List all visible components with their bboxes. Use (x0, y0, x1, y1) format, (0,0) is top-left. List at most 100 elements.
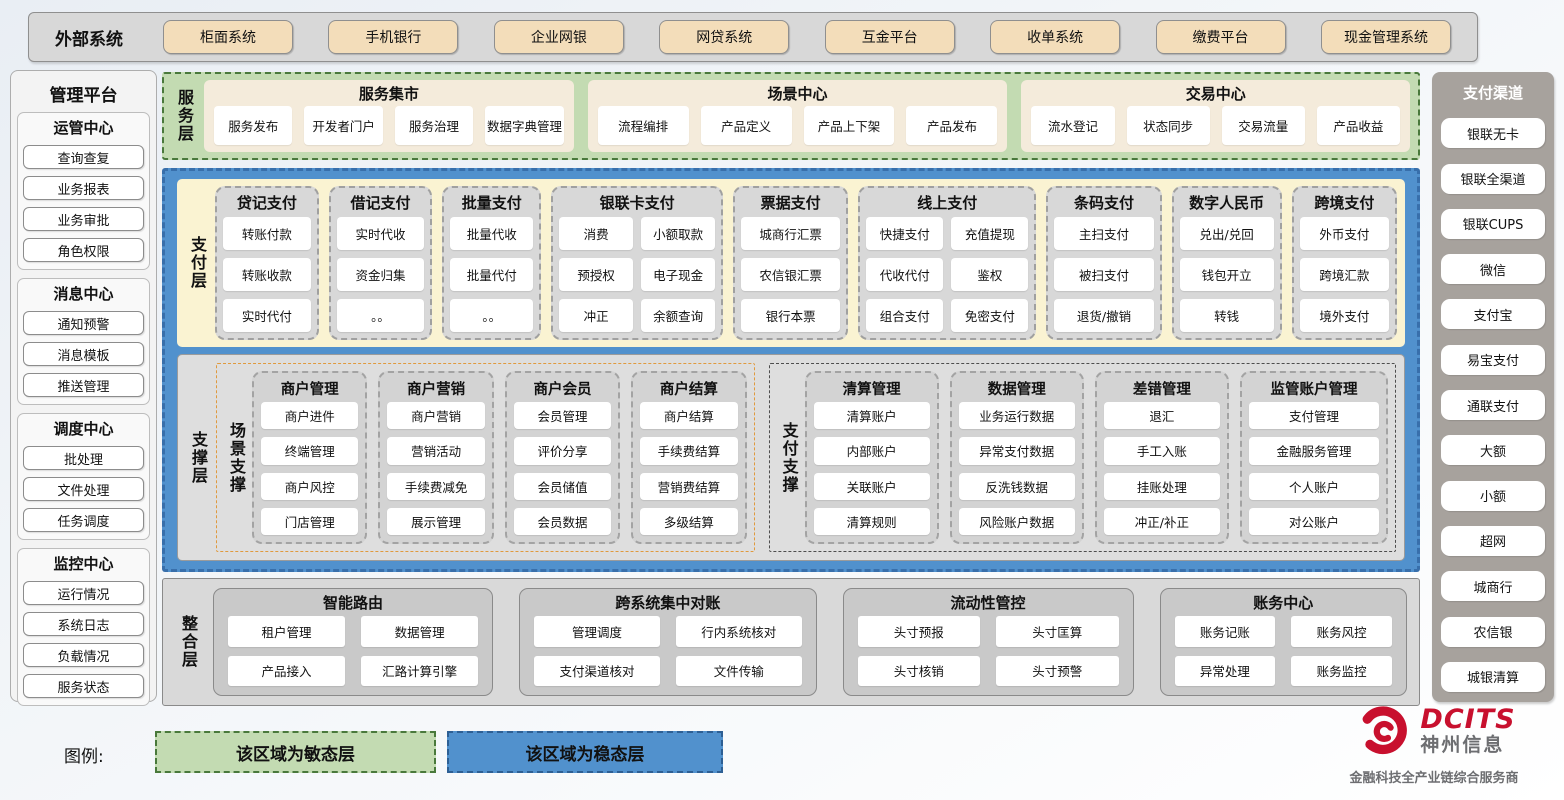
support-column-title: 监管账户管理 (1270, 382, 1358, 398)
integration-item: 支付渠道核对 (534, 655, 660, 686)
integration-item: 头寸匡算 (996, 616, 1119, 647)
payment-column-items: 转账付款转账收款实时代付 (223, 217, 311, 332)
payment-column-title: 线上支付 (917, 194, 978, 212)
legend-label: 图例: (64, 747, 104, 767)
management-group: 消息中心通知预警消息模板推送管理 (17, 278, 150, 405)
payment-item: 电子现金 (641, 258, 716, 291)
payment-channel-item: 银联无卡 (1441, 118, 1545, 149)
support-item: 多级结算 (640, 507, 738, 535)
integration-group-title: 智能路由 (323, 594, 384, 612)
management-item: 运行情况 (23, 581, 144, 605)
dcits-tagline: 金融科技全产业链综合服务商 (1349, 771, 1519, 786)
payment-column-title: 批量支付 (461, 194, 522, 212)
payment-column-items: 外币支付跨境汇款境外支付 (1299, 217, 1390, 332)
payment-item: 跨境汇款 (1299, 258, 1390, 291)
integration-item: 数据管理 (361, 616, 479, 647)
service-item: 数据字典管理 (485, 106, 564, 145)
payment-channel-item: 城银清算 (1441, 661, 1545, 692)
support-column-items: 退汇手工入账挂账处理冲正/补正 (1103, 402, 1220, 535)
management-item: 服务状态 (23, 674, 144, 698)
payment-item: 农信银汇票 (741, 258, 841, 291)
payment-column: 批量支付批量代收批量代付。。 (442, 186, 542, 340)
support-section-columns: 商户管理商户进件终端管理商户风控门店管理商户营销商户营销营销活动手续费减免展示管… (252, 371, 747, 544)
integration-group-title: 流动性管控 (950, 594, 1026, 612)
payment-channel-item: 银联全渠道 (1441, 163, 1545, 194)
service-group-items: 流程编排产品定义产品上下架产品发布 (597, 106, 998, 145)
dcits-swirl-icon (1352, 698, 1414, 764)
service-item: 开发者门户 (304, 106, 383, 145)
service-item: 服务发布 (214, 106, 293, 145)
support-column: 清算管理清算账户内部账户关联账户清算规则 (804, 371, 939, 544)
payment-column-title: 条码支付 (1074, 194, 1135, 212)
payment-column-items: 兑出/兑回钱包开立转钱 (1179, 217, 1274, 332)
support-item: 商户结算 (640, 402, 738, 430)
support-column: 差错管理退汇手工入账挂账处理冲正/补正 (1094, 371, 1229, 544)
payment-item: 钱包开立 (1179, 258, 1274, 291)
payment-item: 实时代付 (223, 299, 311, 332)
integration-group: 流动性管控头寸预报头寸匡算头寸核销头寸预警 (842, 588, 1134, 696)
payment-item: 冲正 (559, 299, 634, 332)
payment-item: 退货/撤销 (1054, 299, 1154, 332)
service-group-title: 交易中心 (1185, 85, 1246, 103)
payment-item: 银行本票 (741, 299, 841, 332)
payment-item: 免密支付 (951, 299, 1029, 332)
management-group-title: 消息中心 (53, 285, 114, 303)
payment-column: 数字人民币兑出/兑回钱包开立转钱 (1171, 186, 1282, 340)
service-group: 场景中心流程编排产品定义产品上下架产品发布 (587, 80, 1008, 152)
payment-item: 。。 (336, 299, 425, 332)
service-item: 交易流量 (1221, 106, 1305, 145)
support-item: 商户营销 (387, 402, 485, 430)
legend-agile-layer: 该区域为敏态层 (155, 731, 436, 773)
integration-item: 异常处理 (1174, 655, 1276, 686)
management-item: 系统日志 (23, 612, 144, 636)
payment-item: 余额查询 (641, 299, 716, 332)
payment-channel-item: 银联CUPS (1441, 208, 1545, 239)
support-column-title: 清算管理 (842, 382, 901, 398)
support-item: 反洗钱数据 (958, 472, 1075, 500)
support-item: 清算账户 (813, 402, 930, 430)
payment-column: 借记支付实时代收资金归集。。 (328, 186, 433, 340)
service-layer-label: 服务层 (175, 89, 194, 143)
service-layer-groups: 服务集市服务发布开发者门户服务治理数据字典管理场景中心流程编排产品定义产品上下架… (204, 80, 1411, 152)
support-column: 商户管理商户进件终端管理商户风控门店管理 (252, 371, 368, 544)
support-item: 内部账户 (813, 437, 930, 465)
payment-column: 条码支付主扫支付被扫支付退货/撤销 (1046, 186, 1162, 340)
support-item: 异常支付数据 (958, 437, 1075, 465)
payment-item: 组合支付 (866, 299, 944, 332)
support-column-items: 支付管理金融服务管理个人账户对公账户 (1248, 402, 1380, 535)
external-system: 缴费平台 (1155, 20, 1286, 54)
support-item: 金融服务管理 (1248, 437, 1380, 465)
payment-item: 城商行汇票 (741, 217, 841, 250)
payment-column: 银联卡支付消费小额取款预授权电子现金冲正余额查询 (551, 186, 724, 340)
support-item: 个人账户 (1248, 472, 1380, 500)
management-group: 调度中心批处理文件处理任务调度 (17, 413, 150, 540)
integration-item: 头寸预报 (857, 616, 981, 647)
support-column-title: 商户结算 (659, 382, 718, 398)
support-column-title: 数据管理 (987, 382, 1046, 398)
integration-group: 智能路由租户管理数据管理产品接入汇路计算引擎 (213, 588, 494, 696)
external-system: 柜面系统 (163, 20, 293, 54)
support-column-items: 商户营销营销活动手续费减免展示管理 (387, 402, 485, 535)
management-item: 文件处理 (23, 477, 144, 501)
integration-group-title: 跨系统集中对账 (615, 594, 721, 612)
integration-group-items: 管理调度行内系统核对支付渠道核对文件传输 (534, 616, 802, 686)
integration-layer-label: 整合层 (179, 615, 198, 669)
support-column-title: 商户管理 (280, 382, 339, 398)
payment-channel-item: 城商行 (1441, 571, 1545, 602)
service-item: 产品发布 (906, 106, 998, 145)
external-systems-list: 柜面系统手机银行企业网银网贷系统互金平台收单系统缴费平台现金管理系统 (163, 20, 1451, 54)
management-platform-title: 管理平台 (49, 86, 118, 106)
external-system: 现金管理系统 (1320, 20, 1451, 54)
integration-item: 文件传输 (675, 655, 802, 686)
payment-channel-item: 超网 (1441, 525, 1545, 556)
payment-column: 跨境支付外币支付跨境汇款境外支付 (1291, 186, 1398, 340)
payment-item: 鉴权 (951, 258, 1029, 291)
support-item: 手续费结算 (640, 437, 738, 465)
management-group-title: 运管中心 (53, 119, 114, 137)
payment-item: 主扫支付 (1054, 217, 1154, 250)
support-item: 会员储值 (513, 472, 612, 500)
integration-group-items: 租户管理数据管理产品接入汇路计算引擎 (228, 616, 479, 686)
payment-item: 预授权 (559, 258, 634, 291)
integration-item: 管理调度 (534, 616, 660, 647)
